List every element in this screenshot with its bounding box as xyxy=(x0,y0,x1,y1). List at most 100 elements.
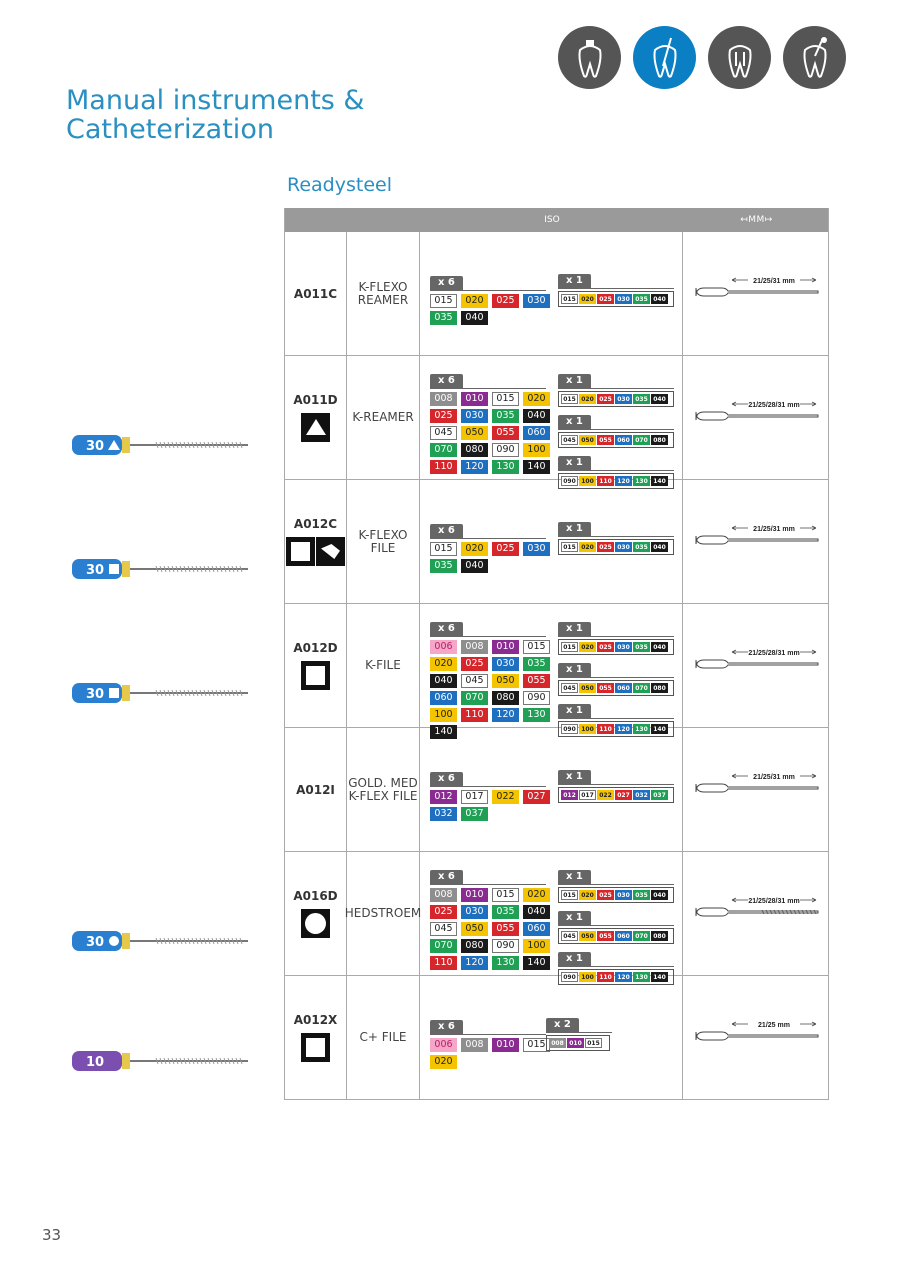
iso-size-mini-chip: 020 xyxy=(579,394,596,404)
file-flute xyxy=(211,1057,215,1065)
iso-header: ISO xyxy=(544,215,560,225)
length-label: 21/25/28/31 mm xyxy=(748,402,799,409)
iso-size-mini-chip: 030 xyxy=(615,890,632,900)
file-flute xyxy=(199,441,203,449)
file-flute xyxy=(231,689,235,697)
silicone-stop xyxy=(122,437,130,453)
iso-size-chip: 090 xyxy=(523,691,550,705)
file-flute xyxy=(219,565,223,573)
section-title: Readysteel xyxy=(287,174,392,196)
product-name: C+ FILE xyxy=(347,976,420,1099)
pack-quantity: x 1 xyxy=(558,905,674,926)
file-section-mark xyxy=(109,564,119,574)
iso-size-chip: 015 xyxy=(430,294,457,308)
instrument-length-diagram: 21/25/31 mm xyxy=(695,770,818,792)
iso-size-chip: 035 xyxy=(430,311,457,325)
iso-size-mini-chip: 070 xyxy=(633,931,650,941)
file-flute xyxy=(187,689,191,697)
iso-size-chip: 120 xyxy=(461,460,488,474)
file-flute xyxy=(183,441,187,449)
silicone-stop xyxy=(122,1053,130,1069)
length-label-bg xyxy=(747,522,800,533)
file-flute xyxy=(203,937,207,945)
iso-size-chip: 008 xyxy=(430,392,457,406)
file-flute xyxy=(167,689,171,697)
file-flute xyxy=(231,565,235,573)
iso-size-chip: 140 xyxy=(430,725,457,739)
iso-size-chip: 110 xyxy=(461,708,488,722)
file-flute xyxy=(215,565,219,573)
file-flute xyxy=(175,689,179,697)
iso-size-mini-chip: 040 xyxy=(651,890,668,900)
iso-size-mini-chip: 080 xyxy=(651,683,668,693)
file-flute xyxy=(167,1057,171,1065)
iso-size-chip: 045 xyxy=(430,426,457,440)
length-label-bg xyxy=(747,894,800,905)
instrument-handle xyxy=(695,1031,818,1040)
file-flute xyxy=(199,937,203,945)
length-cell: 21/25/31 mm xyxy=(683,728,830,851)
iso-size-chip: 080 xyxy=(461,939,488,953)
iso-size-chip: 035 xyxy=(492,409,519,423)
iso-size-mini-chip: 008 xyxy=(549,1038,566,1048)
length-label: 21/25/31 mm xyxy=(753,774,795,781)
length-label: 21/25/28/31 mm xyxy=(748,898,799,905)
file-flute xyxy=(203,441,207,449)
iso-size-mini-chip: 090 xyxy=(561,476,578,486)
file-flute xyxy=(183,689,187,697)
file-flute xyxy=(199,1057,203,1065)
iso-size-chip: 027 xyxy=(523,790,550,804)
pack-quantity: x 6 xyxy=(430,368,552,389)
iso-size-chip: 015 xyxy=(523,640,550,654)
iso-size-mini-chip: 022 xyxy=(597,790,614,800)
iso-size-mini-chip: 055 xyxy=(597,435,614,445)
iso-size-mini-chip: 055 xyxy=(597,931,614,941)
file-flute xyxy=(199,689,203,697)
pack-quantity: x 6 xyxy=(430,1014,552,1035)
file-flute xyxy=(211,565,215,573)
iso-size-chip: 017 xyxy=(461,790,488,804)
iso-size-mini-chip: 140 xyxy=(651,476,668,486)
pack-quantity: x 6 xyxy=(430,270,552,291)
iso-size-mini-chip: 015 xyxy=(561,890,578,900)
pack-quantity-tag: x 1 xyxy=(558,770,591,784)
iso-size-mini-chip: 030 xyxy=(615,294,632,304)
instrument-barb xyxy=(773,909,776,914)
iso-size-chip: 032 xyxy=(430,807,457,821)
iso-size-mini-chip: 027 xyxy=(615,790,632,800)
iso-size-mini-chip: 040 xyxy=(651,642,668,652)
iso-size-chip: 006 xyxy=(430,640,457,654)
iso-size-chip: 140 xyxy=(523,460,550,474)
iso-size-mini-chip: 140 xyxy=(651,972,668,982)
file-flute xyxy=(215,1057,219,1065)
iso-size-chip: 130 xyxy=(492,956,519,970)
pack-quantity: x 1 xyxy=(558,450,674,471)
pack-quantity-tag: x 6 xyxy=(430,524,463,538)
iso-size-mini-chip: 045 xyxy=(561,683,578,693)
file-flute xyxy=(211,937,215,945)
pack-quantity-tag: x 1 xyxy=(558,274,591,288)
iso-size-chip: 037 xyxy=(461,807,488,821)
instrument-barb xyxy=(813,909,816,914)
iso-size-mini-chip: 050 xyxy=(579,683,596,693)
iso-size-chip: 022 xyxy=(492,790,519,804)
hand-file-image: 30 xyxy=(72,683,248,703)
product-code: A012I xyxy=(296,782,335,797)
file-flute xyxy=(191,937,195,945)
file-size-label: 30 xyxy=(86,935,104,950)
iso-size-chip: 140 xyxy=(523,956,550,970)
file-flute xyxy=(215,441,219,449)
file-flute xyxy=(215,689,219,697)
iso-size-mini-chip: 120 xyxy=(615,972,632,982)
triangle-section-icon xyxy=(301,413,330,442)
iso-size-mini-chip: 025 xyxy=(597,890,614,900)
file-flute xyxy=(235,1057,239,1065)
